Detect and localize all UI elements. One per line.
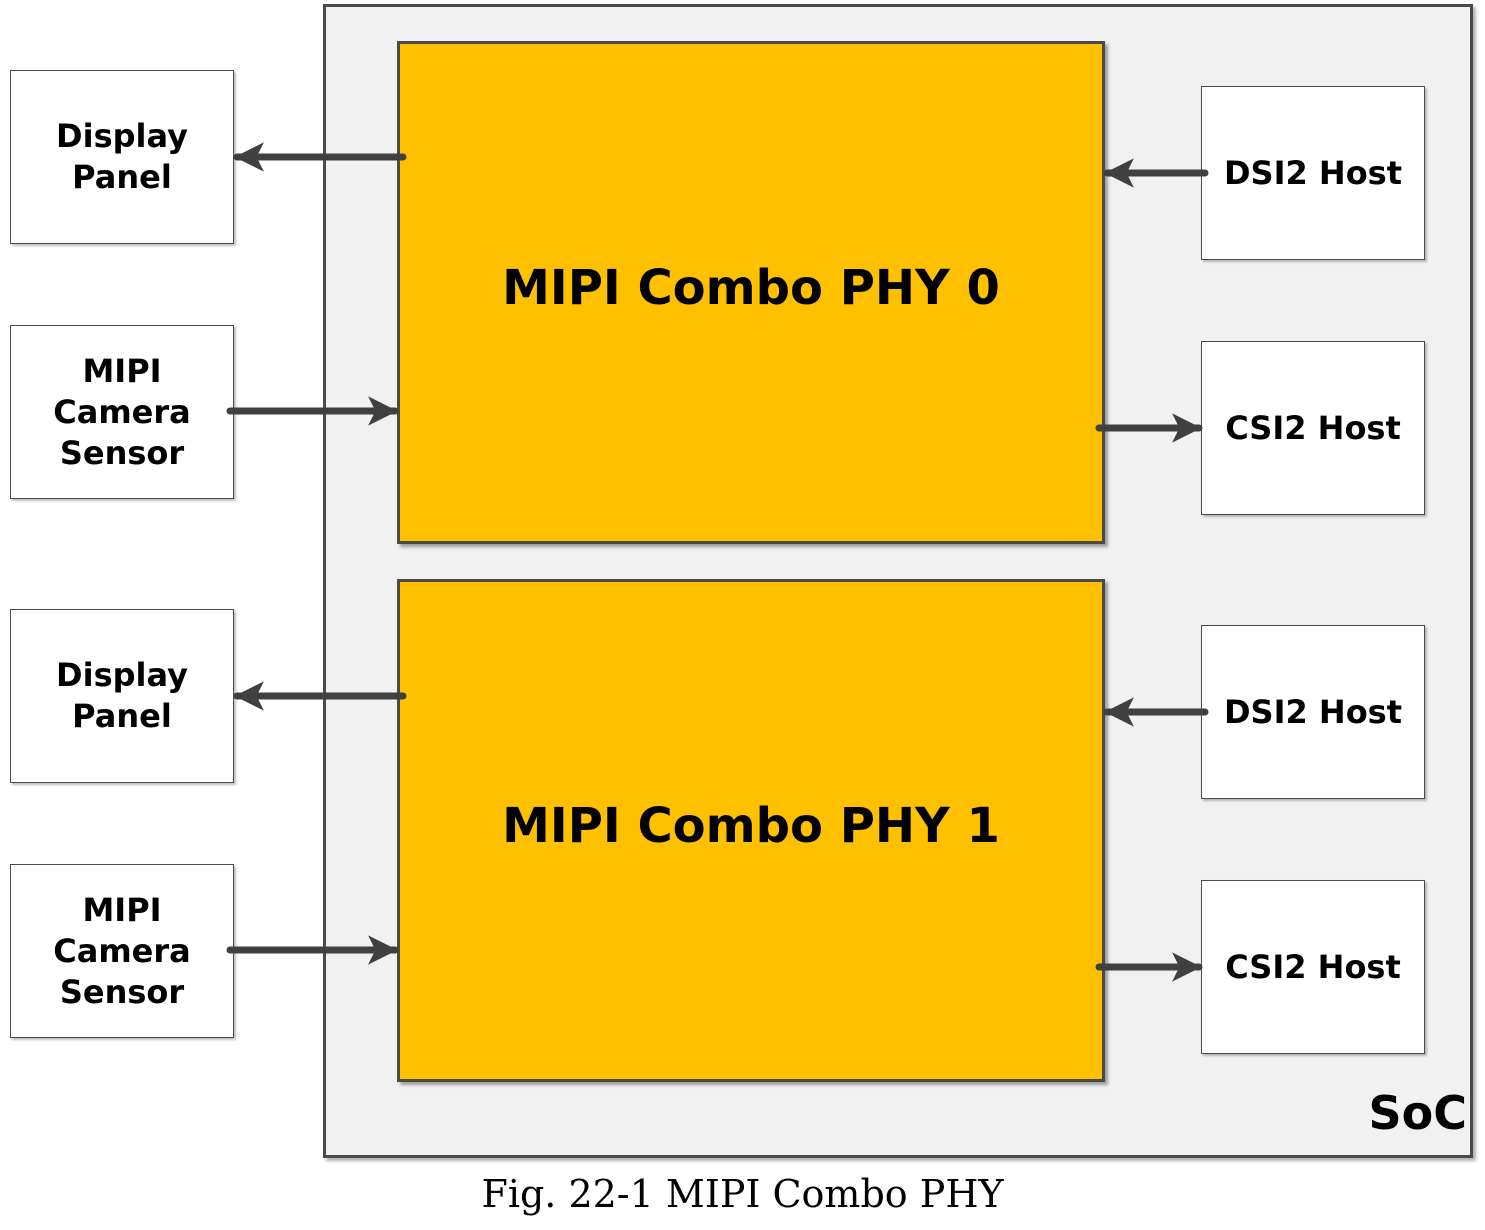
camera-sensor-block-0: MIPI Camera Sensor	[10, 325, 234, 499]
block-line: Camera	[53, 392, 191, 431]
host-label: CSI2 Host	[1225, 947, 1401, 986]
block-line: Camera	[53, 931, 191, 970]
csi2-host-block-0: CSI2 Host	[1201, 341, 1425, 515]
block-line: Display	[56, 656, 188, 694]
block-line: Panel	[72, 697, 172, 735]
host-label: DSI2 Host	[1223, 153, 1403, 192]
soc-label: SoC	[1368, 1086, 1468, 1140]
mipi-combo-phy-0: MIPI Combo PHY 0	[397, 41, 1105, 544]
csi2-host-block-1: CSI2 Host	[1201, 880, 1425, 1054]
block-line: MIPI	[82, 351, 162, 390]
display-panel-block-1: Display Panel	[10, 609, 234, 783]
camera-sensor-block-1: MIPI Camera Sensor	[10, 864, 234, 1038]
dsi2-host-block-1: DSI2 Host	[1201, 625, 1425, 799]
mipi-combo-phy-1: MIPI Combo PHY 1	[397, 579, 1105, 1082]
phy-0-label: MIPI Combo PHY 0	[502, 259, 1000, 316]
block-line: Sensor	[59, 433, 185, 472]
display-panel-block-0: Display Panel	[10, 70, 234, 244]
host-label: DSI2 Host	[1223, 692, 1403, 731]
dsi2-host-block-0: DSI2 Host	[1201, 86, 1425, 260]
host-label: CSI2 Host	[1225, 408, 1401, 447]
figure-caption: Fig. 22-1 MIPI Combo PHY	[481, 1172, 1004, 1216]
block-line: MIPI	[82, 890, 162, 929]
block-line: Sensor	[59, 972, 185, 1011]
block-line: Display	[56, 117, 188, 155]
block-line: Panel	[72, 158, 172, 196]
phy-1-label: MIPI Combo PHY 1	[502, 797, 1000, 854]
